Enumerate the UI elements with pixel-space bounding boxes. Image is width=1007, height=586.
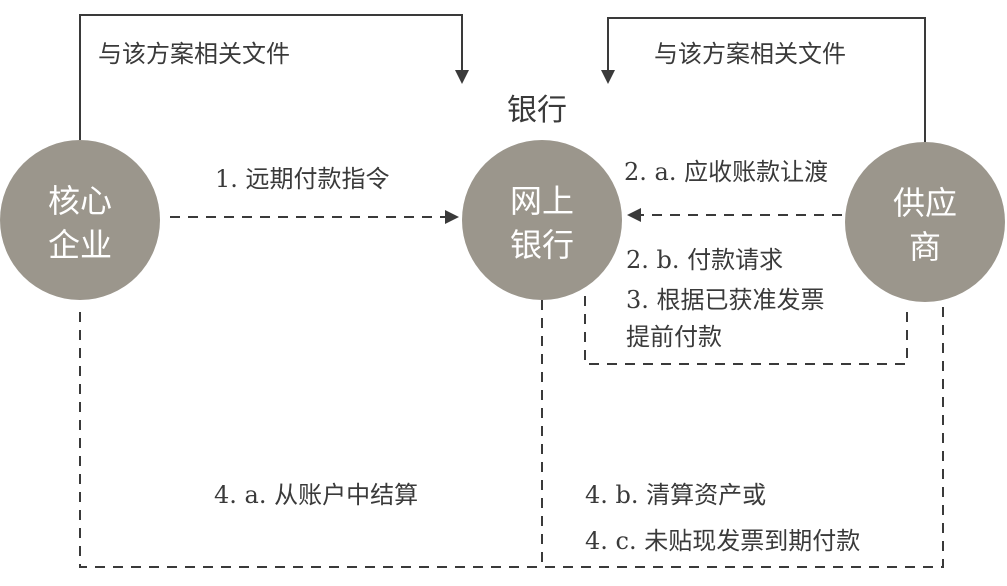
docs-right-connector (607, 17, 926, 142)
online-bank-label-line1: 网上 (510, 182, 574, 220)
step1-arrowhead (445, 210, 459, 224)
supplier-label-line2: 商 (909, 228, 941, 266)
step1-label: 1. 远期付款指令 (215, 165, 390, 193)
step2-arrowhead (627, 208, 641, 222)
step2b-label: 2. b. 付款请求 (626, 246, 783, 274)
bank-title: 银行 (507, 93, 567, 128)
step3-label-line1: 3. 根据已获准发票 (626, 286, 825, 314)
docs-right-arrowhead (601, 70, 615, 84)
step4-settlement-loop (79, 305, 944, 568)
online-bank-label-line2: 银行 (510, 226, 574, 264)
docs-left-label: 与该方案相关文件 (98, 40, 290, 68)
docs-left-connector (79, 14, 463, 140)
step4b-label: 4. b. 清算资产或 (585, 481, 766, 509)
docs-left-arrowhead (455, 70, 469, 84)
core-enterprise-label-line2: 企业 (48, 226, 112, 264)
core-enterprise-node: 核心 企业 (0, 140, 160, 300)
step3-connector (584, 296, 908, 365)
supplier-label-line1: 供应 (893, 184, 957, 222)
step3-label-line2: 提前付款 (626, 323, 722, 351)
online-bank-node: 网上 银行 (462, 140, 622, 300)
step4c-label: 4. c. 未贴现发票到期付款 (585, 527, 860, 555)
supplier-node: 供应 商 (845, 142, 1005, 302)
step2a-label: 2. a. 应收账款让渡 (624, 158, 828, 186)
step4a-label: 4. a. 从账户中结算 (214, 481, 418, 509)
docs-right-label: 与该方案相关文件 (654, 40, 846, 68)
core-enterprise-label-line1: 核心 (48, 182, 112, 220)
